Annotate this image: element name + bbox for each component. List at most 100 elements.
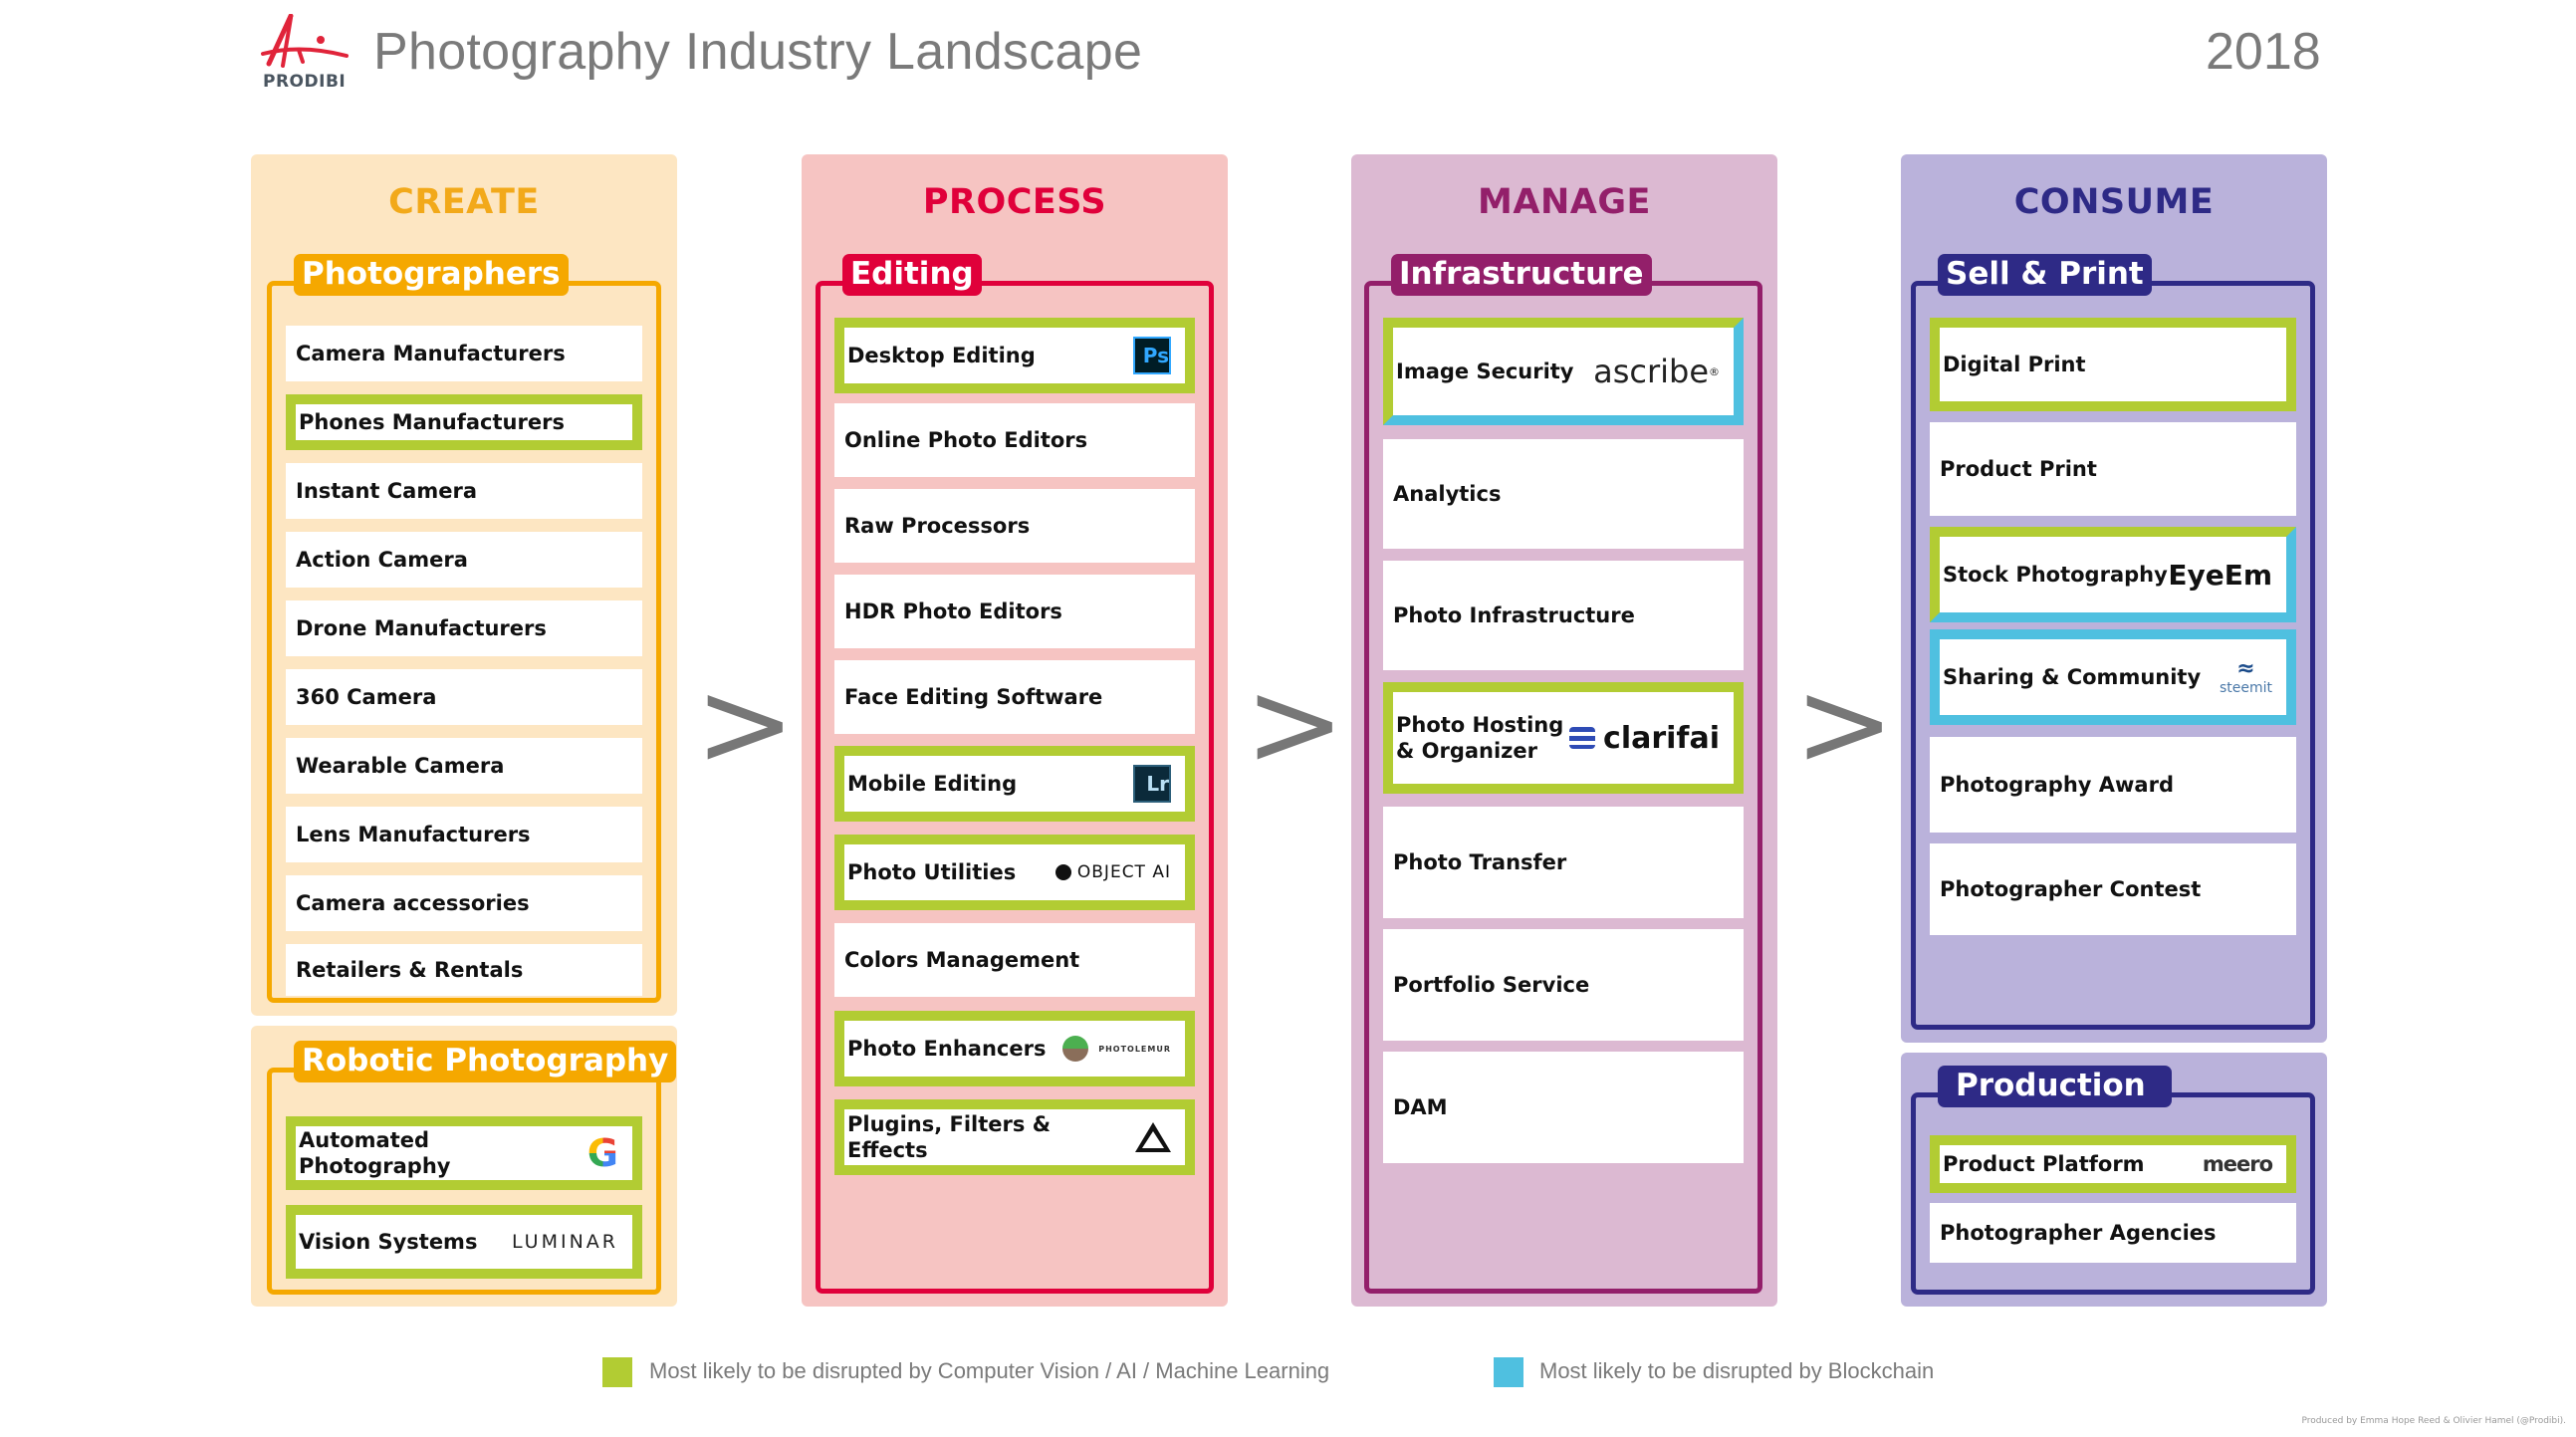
luminar-logo: LUMINAR: [512, 1231, 618, 1253]
list-item[interactable]: Camera accessories: [286, 875, 642, 931]
clarifai-logo: clarifai: [1569, 721, 1720, 756]
meero-logo: meero: [2202, 1152, 2273, 1176]
item-label: Photographer Agencies: [1940, 1220, 2217, 1245]
group-infrastructure: Infrastructure Image Security ascribe® A…: [1364, 254, 1762, 1294]
group-photographers: Photographers Camera Manufacturers Phone…: [267, 254, 661, 1003]
group-robotic-photography: Robotic Photography Automated Photograph…: [267, 1041, 677, 1295]
item-label: Raw Processors: [844, 513, 1031, 538]
list-item[interactable]: Lens Manufacturers: [286, 807, 642, 862]
steemit-wordmark: steemit: [2219, 680, 2272, 696]
list-item[interactable]: Action Camera: [286, 532, 642, 588]
item-label: Product Print: [1940, 456, 2097, 481]
group-label-sell-print: Sell & Print: [1938, 254, 2152, 296]
flow-arrow-create-to-process: >: [695, 655, 796, 794]
photolemur-icon: [1062, 1036, 1089, 1062]
list-item[interactable]: Wearable Camera: [286, 738, 642, 794]
list-item[interactable]: Photographer Agencies: [1930, 1203, 2296, 1263]
group-production: Production Product Platform meero Photog…: [1911, 1066, 2315, 1295]
list-item[interactable]: Instant Camera: [286, 463, 642, 519]
list-item[interactable]: Camera Manufacturers: [286, 326, 642, 381]
column-title-create: CREATE: [388, 182, 540, 222]
item-label: Lens Manufacturers: [296, 822, 531, 846]
list-item[interactable]: Image Security ascribe®: [1383, 318, 1744, 425]
item-label: Action Camera: [296, 547, 468, 572]
item-label: Analytics: [1393, 481, 1502, 506]
steemit-logo: ≈steemit: [2219, 656, 2272, 697]
group-sell-print: Sell & Print Digital Print Product Print…: [1911, 254, 2315, 1030]
list-item[interactable]: Stock Photography EyeEm: [1930, 527, 2296, 622]
steemit-icon: ≈: [2236, 656, 2255, 681]
registered-mark: ®: [1709, 364, 1720, 378]
ascribe-logo: ascribe®: [1593, 353, 1720, 390]
column-create: CREATE Photographers Camera Manufacturer…: [251, 154, 677, 1016]
item-label: Digital Print: [1943, 352, 2086, 376]
group-label-production: Production: [1938, 1066, 2172, 1107]
list-item[interactable]: HDR Photo Editors: [834, 575, 1195, 648]
list-item[interactable]: Face Editing Software: [834, 660, 1195, 734]
object-ai-wordmark: OBJECT AI: [1076, 862, 1171, 882]
list-item[interactable]: Colors Management: [834, 923, 1195, 997]
group-label-robotic-photography: Robotic Photography: [294, 1041, 677, 1082]
item-label: Retailers & Rentals: [296, 957, 524, 982]
item-label: Online Photo Editors: [844, 427, 1088, 452]
legend-swatch-cv-ai-ml: [602, 1357, 632, 1387]
list-item[interactable]: Photo Hosting& Organizer clarifai: [1383, 682, 1744, 794]
logo-wordmark: PRODIBI: [263, 72, 347, 92]
item-label: Photography Award: [1940, 772, 2174, 797]
list-item[interactable]: Photographer Contest: [1930, 843, 2296, 935]
photolemur-logo: PHOTOLEMUR: [1062, 1036, 1171, 1062]
list-item[interactable]: Desktop Editing Ps: [834, 318, 1195, 393]
item-label: Image Security: [1396, 359, 1574, 383]
item-label: Photo Transfer: [1393, 849, 1567, 874]
photoshop-icon: Ps: [1133, 337, 1171, 374]
column-title-manage: MANAGE: [1478, 182, 1651, 222]
list-item[interactable]: Product Print: [1930, 422, 2296, 516]
list-item[interactable]: Raw Processors: [834, 489, 1195, 563]
list-item[interactable]: Digital Print: [1930, 318, 2296, 411]
group-label-infrastructure: Infrastructure: [1391, 254, 1652, 296]
list-item[interactable]: Phones Manufacturers: [286, 394, 642, 450]
list-item[interactable]: Sharing & Community ≈steemit: [1930, 629, 2296, 725]
column-create-robotic: Robotic Photography Automated Photograph…: [251, 1026, 677, 1307]
list-item[interactable]: Photo Enhancers PHOTOLEMUR: [834, 1011, 1195, 1086]
item-label: Automated Photography: [299, 1127, 451, 1178]
column-process: PROCESS Editing Desktop Editing Ps Onlin…: [802, 154, 1228, 1307]
item-label: Photo Utilities: [847, 859, 1017, 884]
credit-text: Produced by Emma Hope Reed & Olivier Ham…: [2301, 1416, 2566, 1426]
column-title-process: PROCESS: [922, 182, 1107, 222]
list-item[interactable]: Photo Transfer: [1383, 807, 1744, 918]
list-item[interactable]: Retailers & Rentals: [286, 944, 642, 996]
item-label: Photo Hosting& Organizer: [1396, 712, 1569, 765]
item-label: Instant Camera: [296, 478, 478, 503]
list-item[interactable]: Analytics: [1383, 439, 1744, 549]
list-item[interactable]: Automated Photography G: [286, 1116, 642, 1190]
group-label-editing: Editing: [842, 254, 982, 296]
list-item[interactable]: Product Platform meero: [1930, 1135, 2296, 1193]
list-item[interactable]: Vision Systems LUMINAR: [286, 1205, 642, 1279]
lightroom-icon: Lr: [1133, 765, 1171, 803]
item-label: Product Platform: [1943, 1151, 2145, 1176]
list-item[interactable]: Plugins, Filters & Effects: [834, 1099, 1195, 1175]
list-item[interactable]: Portfolio Service: [1383, 929, 1744, 1041]
list-item[interactable]: Online Photo Editors: [834, 403, 1195, 477]
legend-text-blockchain: Most likely to be disrupted by Blockchai…: [1539, 1358, 1935, 1383]
list-item[interactable]: Mobile Editing Lr: [834, 746, 1195, 822]
item-label: Photo Infrastructure: [1393, 602, 1635, 627]
list-item[interactable]: Photo Utilities OBJECT AI: [834, 835, 1195, 910]
column-manage: MANAGE Infrastructure Image Security asc…: [1351, 154, 1777, 1307]
list-item[interactable]: Photo Infrastructure: [1383, 561, 1744, 670]
list-item[interactable]: Drone Manufacturers: [286, 600, 642, 656]
eyeem-logo: EyeEm: [2168, 558, 2272, 592]
list-item[interactable]: DAM: [1383, 1052, 1744, 1163]
list-item[interactable]: 360 Camera: [286, 669, 642, 725]
item-label: Drone Manufacturers: [296, 615, 547, 640]
item-label: Phones Manufacturers: [299, 409, 565, 434]
item-label: Colors Management: [844, 947, 1080, 972]
prodibi-logo: PRODIBI: [261, 13, 352, 94]
legend-text-cv-ai-ml: Most likely to be disrupted by Computer …: [649, 1358, 1330, 1383]
item-label: Camera Manufacturers: [296, 341, 566, 365]
list-item[interactable]: Photography Award: [1930, 737, 2296, 833]
object-ai-icon: [1054, 864, 1071, 880]
item-label: Vision Systems: [299, 1229, 478, 1254]
item-label: Camera accessories: [296, 890, 530, 915]
